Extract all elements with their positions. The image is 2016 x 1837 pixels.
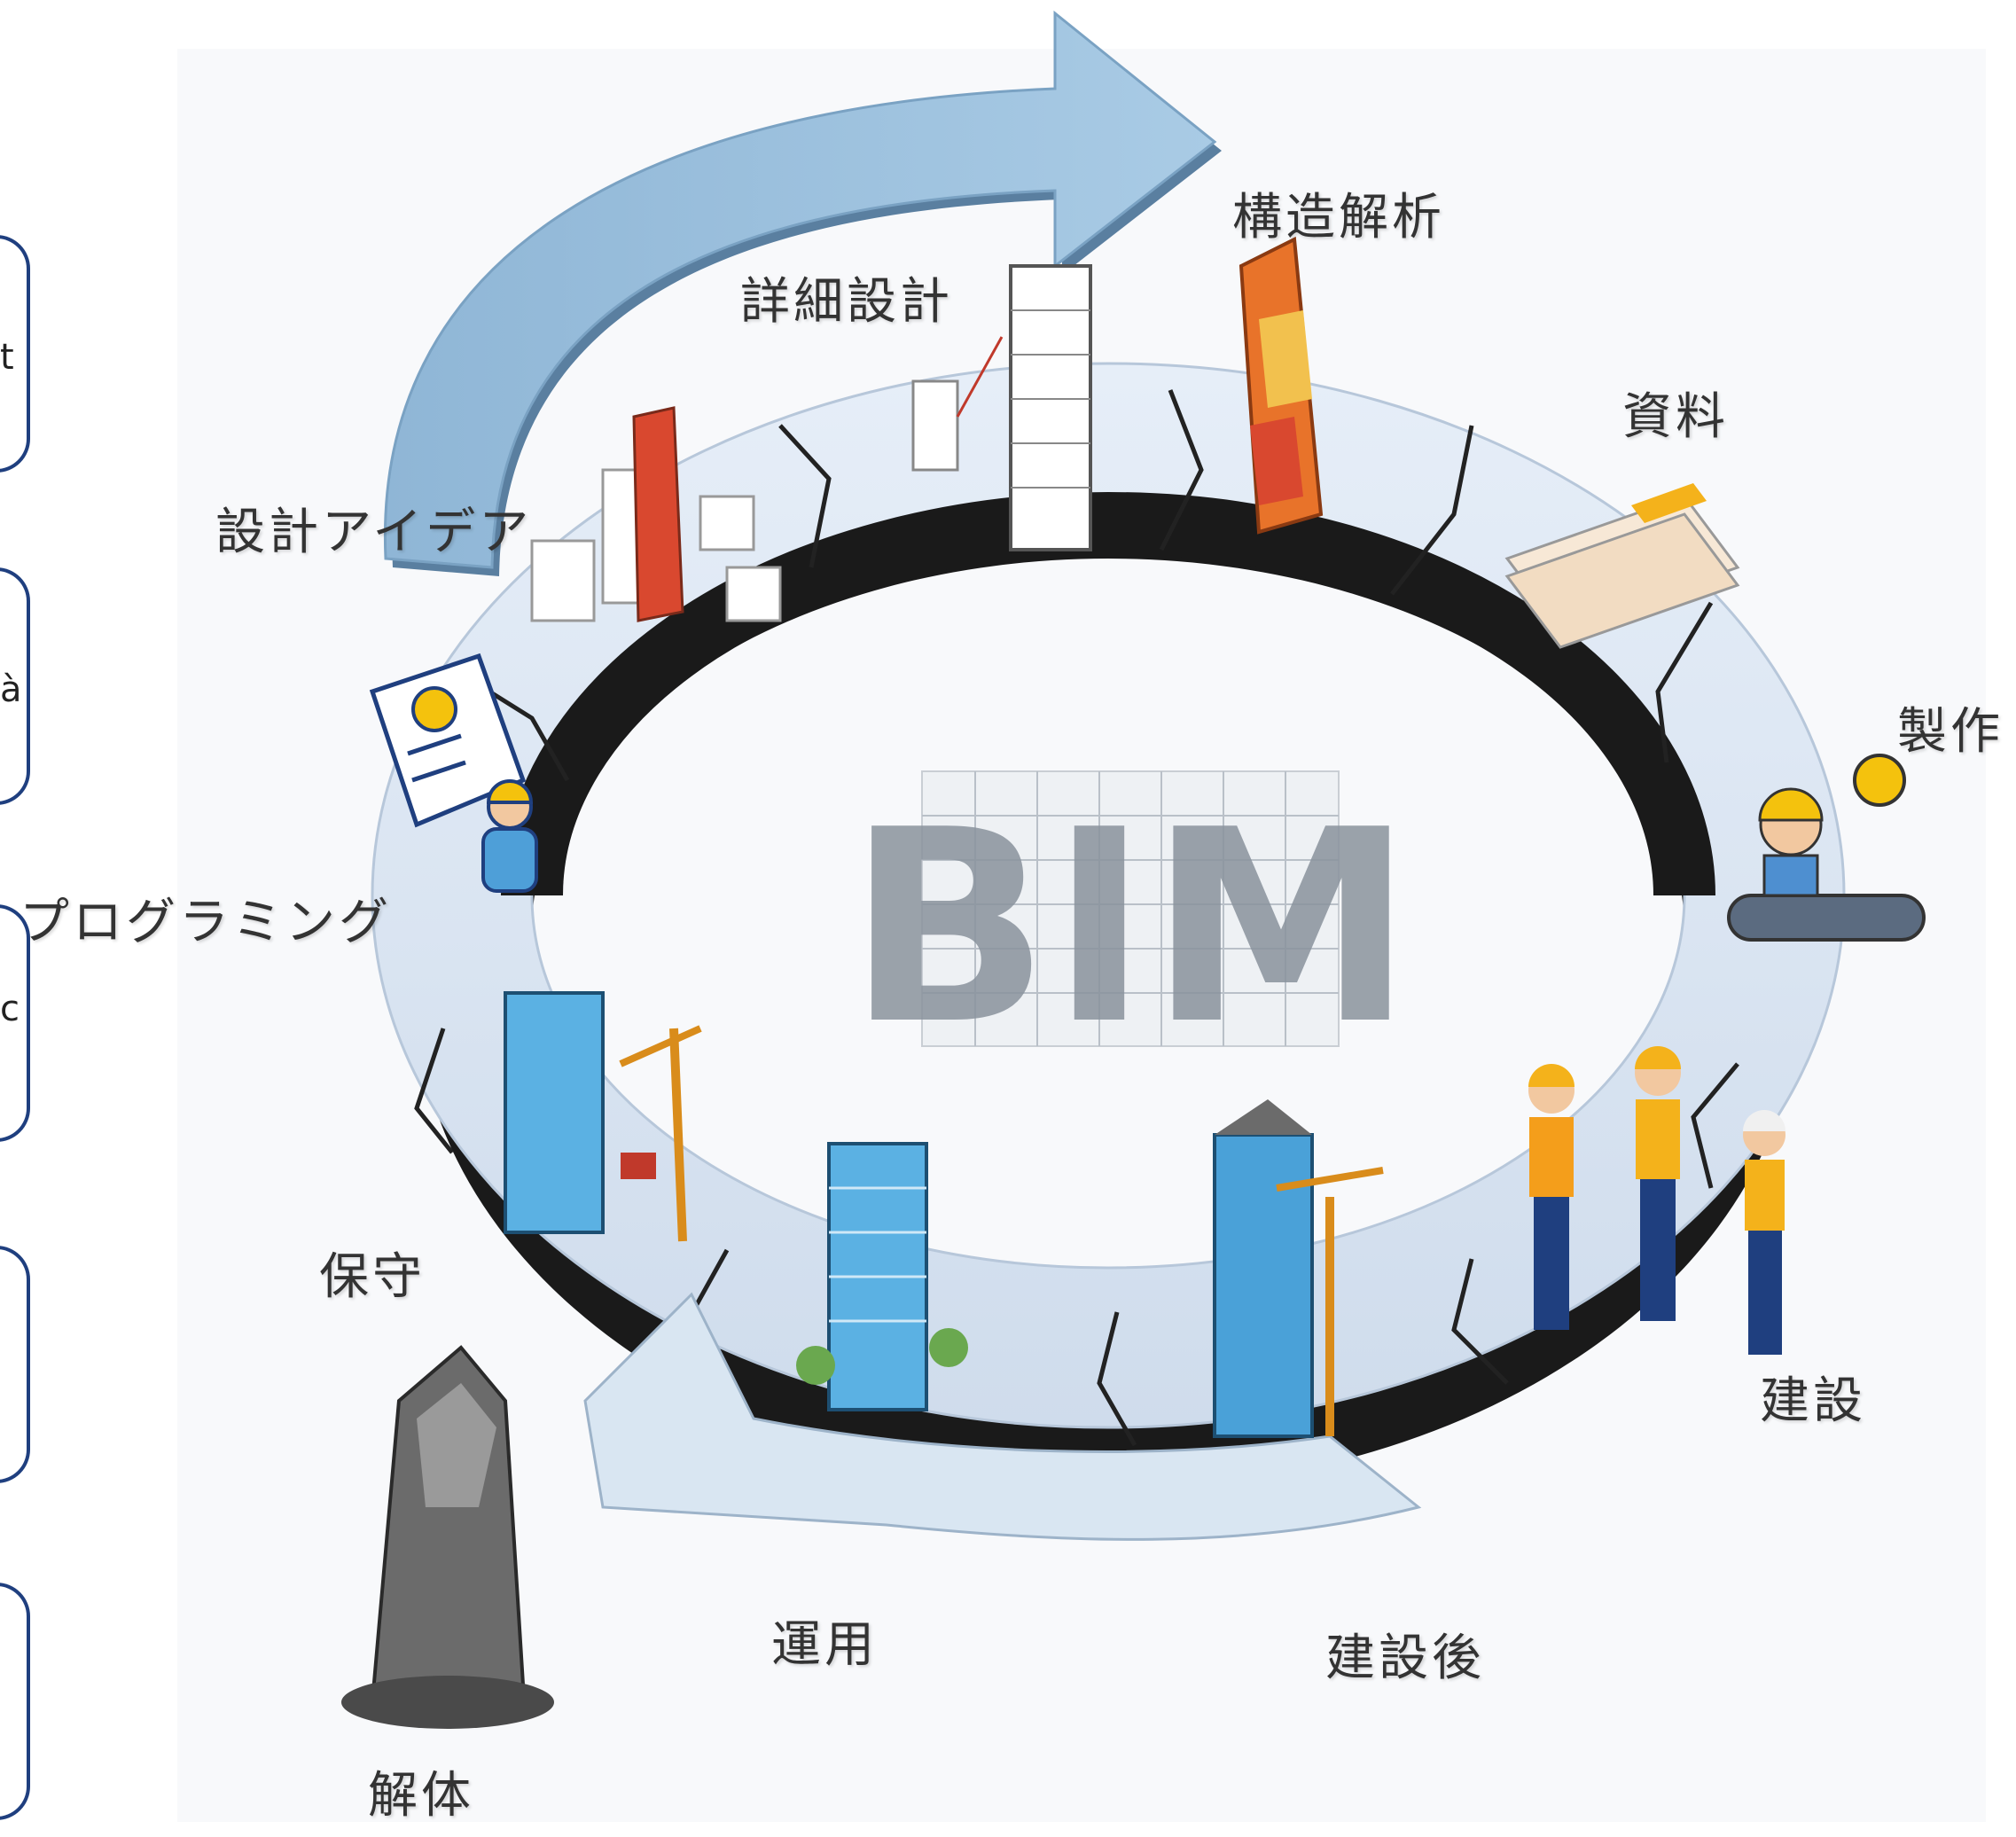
post-construction-tower-icon: [1213, 1099, 1384, 1438]
side-fragment-1: t: [0, 337, 14, 378]
label-structural-analysis: 構造解析: [1232, 189, 1445, 246]
label-documents: 資料: [1622, 388, 1729, 446]
detailed-design-tower-icon: [911, 264, 1092, 551]
label-construction: 建設: [1760, 1372, 1866, 1430]
bottom-return-arrow: [583, 1292, 1422, 1541]
side-box-1: [0, 235, 30, 473]
side-box-4: [0, 1246, 30, 1483]
side-box-5: [0, 1583, 30, 1820]
fabrication-worker-icon: [1727, 754, 1926, 942]
documents-stack-icon: [1504, 483, 1740, 649]
bim-title: BIM: [848, 773, 1414, 1083]
maintenance-tower-crane-icon: [504, 991, 702, 1242]
side-fragment-3: c: [0, 989, 20, 1029]
top-curved-arrow: [383, 10, 1222, 576]
lifecycle-ring: [371, 362, 1846, 1489]
label-detailed-design: 詳細設計: [740, 273, 953, 331]
side-fragment-2: à: [0, 669, 22, 710]
operation-tower-icon: [796, 1142, 968, 1411]
bim-center-logo: BIM: [848, 770, 1414, 1083]
label-demolition: 解体: [368, 1767, 474, 1825]
label-design-idea: 設計アイデア: [215, 504, 533, 561]
label-fabrication: 製作: [1897, 703, 2004, 761]
design-idea-massing-icon: [530, 406, 782, 622]
demolition-tower-icon: [341, 1345, 554, 1729]
label-programming: プログラミング: [20, 894, 392, 951]
label-post-construction: 建設後: [1325, 1630, 1485, 1687]
structural-analysis-tower-icon: [1239, 236, 1324, 535]
label-maintenance: 保守: [319, 1248, 426, 1306]
programming-checklist-icon: [369, 653, 538, 893]
construction-workers-icon: [1528, 1046, 1785, 1355]
label-operation: 運用: [771, 1616, 878, 1674]
